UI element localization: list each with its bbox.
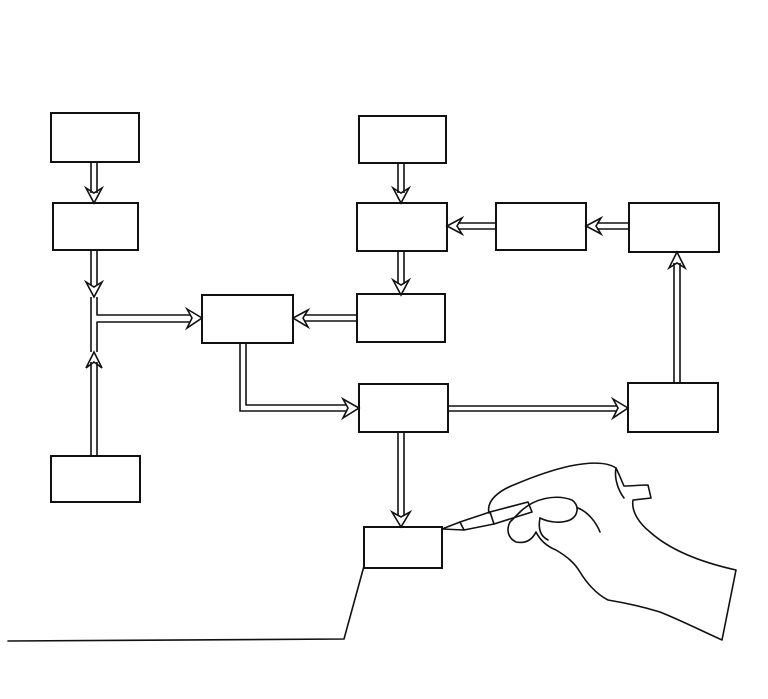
arrow-n1-n2 (83, 162, 105, 205)
diagram-box-n7 (495, 202, 587, 251)
base-line (7, 565, 365, 642)
arrow-n9-n4 (291, 307, 357, 330)
diagram-box-n2 (52, 202, 139, 251)
diagram-box-n3 (50, 455, 141, 503)
arrow-n2-junction (83, 250, 105, 299)
pen-icon (441, 501, 533, 531)
arrow-n7-n6 (445, 215, 496, 237)
diagram-box-n11 (627, 382, 719, 433)
arrow-n8-n7 (584, 215, 629, 237)
arrow-junction-n4 (90, 297, 204, 352)
diagram-box-n1 (50, 112, 140, 163)
diagram-edges (83, 162, 687, 529)
hand-holding-pen-icon (441, 462, 737, 641)
diagram-box-n5 (358, 115, 447, 164)
diagram-box-n12 (363, 526, 443, 569)
diagram-box-n4 (201, 294, 294, 344)
diagram-box-n8 (628, 202, 720, 253)
diagram-box-n10 (358, 383, 449, 433)
arrow-n6-n9 (390, 251, 412, 297)
diagram-nodes (50, 112, 720, 569)
arrow-n10-n12 (389, 432, 413, 529)
arrow-n5-n6 (390, 163, 412, 205)
arrow-n4-n10 (239, 343, 361, 421)
arrow-n10-n11 (448, 396, 630, 421)
arrow-n3-junction (85, 350, 103, 456)
diagram-box-n6 (356, 202, 448, 252)
arrow-n11-n8 (667, 250, 687, 383)
diagram-box-n9 (356, 293, 446, 343)
